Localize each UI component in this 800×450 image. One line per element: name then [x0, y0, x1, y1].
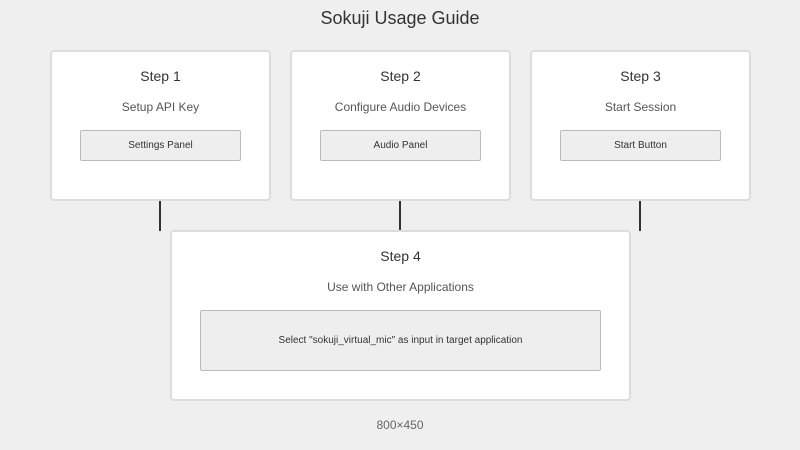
- step-4-description: Use with Other Applications: [327, 280, 474, 294]
- step-3-description: Start Session: [604, 100, 677, 114]
- connector-step-2: [399, 201, 401, 231]
- step-3-title: Step 3: [620, 68, 661, 84]
- page-title: Sokuji Usage Guide: [320, 8, 480, 28]
- connector-step-3: [639, 201, 641, 231]
- virtual-mic-instruction-box: Select "sokuji_virtual_mic" as input in …: [200, 310, 601, 371]
- step-1-title: Step 1: [140, 68, 181, 84]
- audio-panel-box[interactable]: Audio Panel: [320, 130, 481, 161]
- step-4-title: Step 4: [380, 248, 421, 264]
- start-button-box[interactable]: Start Button: [560, 130, 721, 161]
- size-label: 800×450: [376, 418, 424, 432]
- step-2-title: Step 2: [380, 68, 421, 84]
- step-3-card: Step 3 Start Session Start Button: [530, 50, 751, 201]
- step-1-description: Setup API Key: [121, 100, 200, 114]
- settings-panel-box[interactable]: Settings Panel: [80, 130, 241, 161]
- step-4-card: Step 4 Use with Other Applications Selec…: [170, 230, 631, 401]
- step-2-description: Configure Audio Devices: [334, 100, 467, 114]
- step-1-card: Step 1 Setup API Key Settings Panel: [50, 50, 271, 201]
- connector-step-1: [159, 201, 161, 231]
- step-2-card: Step 2 Configure Audio Devices Audio Pan…: [290, 50, 511, 201]
